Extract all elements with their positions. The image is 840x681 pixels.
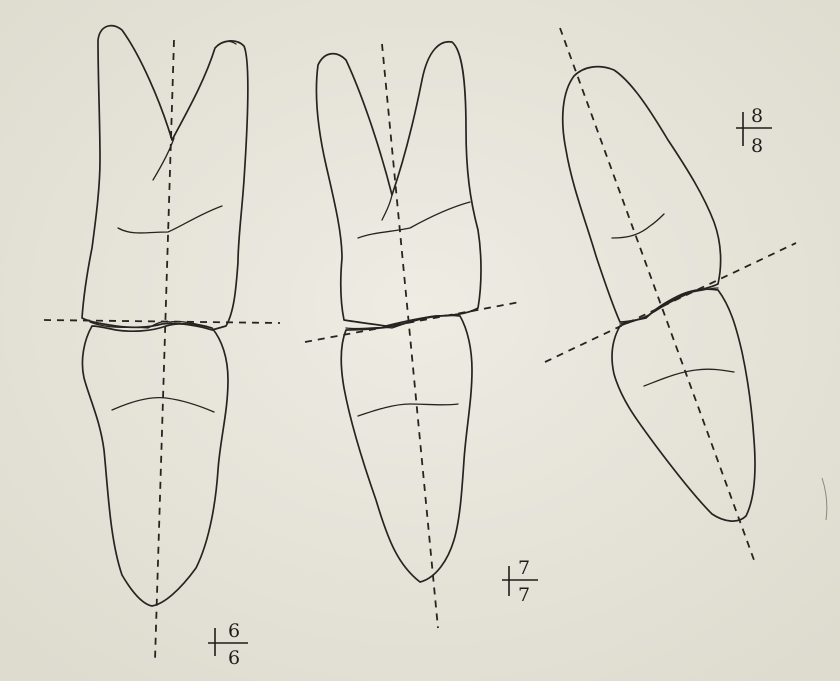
label-8-upper: 8: [751, 105, 763, 127]
label-6-lower: 6: [228, 647, 240, 669]
label-6-upper: 6: [228, 620, 240, 642]
label-8-lower: 8: [751, 135, 763, 157]
label-7-lower: 7: [518, 584, 530, 606]
label-7-upper: 7: [518, 557, 530, 579]
